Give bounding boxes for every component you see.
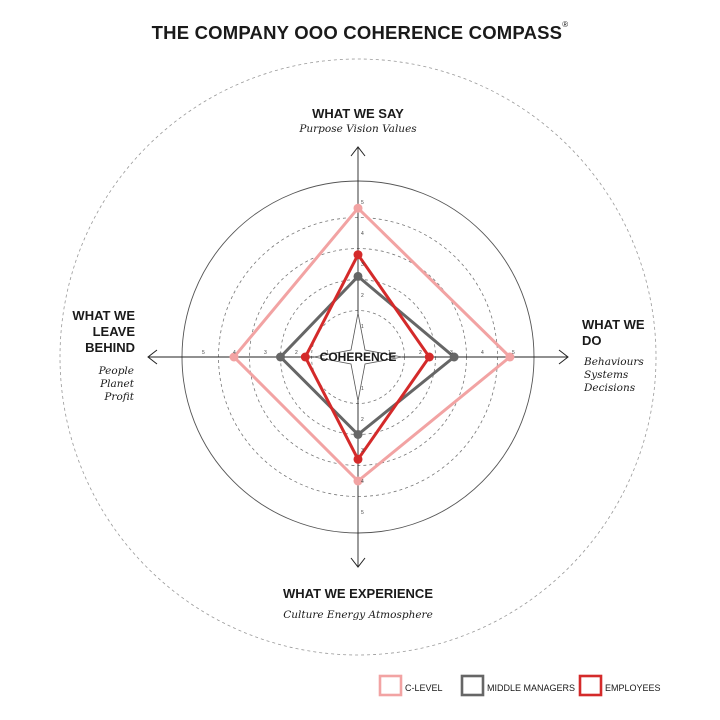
axis-title-leave-line-1: WHAT WE xyxy=(72,308,135,323)
tick-label-leave-3: 3 xyxy=(264,350,267,356)
legend-label-c-level: C-LEVEL xyxy=(405,683,443,693)
chart-title-text: THE COMPANY OOO COHERENCE COMPASS xyxy=(151,22,563,43)
axis-subtitle-do-line-1: Behaviours xyxy=(583,356,644,368)
chart-title: THE COMPANY OOO COHERENCE COMPASS® xyxy=(0,20,720,44)
axis-subtitle-leave-line-1: People xyxy=(98,365,134,377)
series-point-employees-leave xyxy=(300,352,310,362)
tick-label-do-2: 2 xyxy=(419,350,422,356)
chart-legend: C-LEVEL MIDDLE MANAGERS EMPLOYEES xyxy=(378,674,661,697)
series-point-employees-experience xyxy=(353,454,363,464)
tick-label-say-1: 1 xyxy=(361,324,364,330)
axis-title-leave-line-3: BEHIND xyxy=(85,340,135,355)
axis-arrow-say-icon xyxy=(350,146,366,157)
legend-swatch-middle-managers xyxy=(460,674,485,697)
series-point-c-level-experience xyxy=(353,476,363,486)
axis-title-experience-line-1: WHAT WE EXPERIENCE xyxy=(283,586,433,601)
series-point-c-level-leave xyxy=(229,352,239,362)
series-point-middle-managers-do xyxy=(449,352,459,362)
tick-label-experience-3: 3 xyxy=(361,448,364,454)
axis-title-leave-line-2: LEAVE xyxy=(93,324,136,339)
axis-subtitle-do-line-3: Decisions xyxy=(583,382,636,394)
series-point-c-level-say xyxy=(353,203,363,213)
tick-label-experience-5: 5 xyxy=(361,510,364,516)
chart-series xyxy=(229,203,515,486)
outer-dashed-ring xyxy=(59,58,657,656)
tick-label-leave-5: 5 xyxy=(202,350,205,356)
axis-subtitle-say-line-1: Purpose Vision Values xyxy=(298,123,417,135)
tick-label-do-5: 5 xyxy=(512,350,515,356)
axis-arrow-do-icon xyxy=(558,349,569,365)
tick-label-say-4: 4 xyxy=(361,231,364,237)
series-point-employees-say xyxy=(353,250,363,260)
axis-title-say-line-1: WHAT WE SAY xyxy=(312,106,404,121)
series-point-c-level-do xyxy=(505,352,515,362)
tick-label-do-4: 4 xyxy=(481,350,484,356)
tick-label-say-5: 5 xyxy=(361,200,364,206)
axis-title-do-line-2: DO xyxy=(582,333,602,348)
series-point-middle-managers-leave xyxy=(276,352,285,362)
legend-label-middle-managers: MIDDLE MANAGERS xyxy=(487,683,575,693)
tick-labels: 1 2 3 4 5 1 2 3 4 5 1 2 3 4 5 1 2 3 4 5 xyxy=(202,200,515,516)
center-star-icon xyxy=(313,312,403,402)
center-star: COHERENCE xyxy=(313,312,403,402)
series-point-middle-managers-say xyxy=(353,271,363,281)
axis-subtitle-do-line-2: Systems xyxy=(584,369,629,381)
tick-label-leave-2: 2 xyxy=(295,350,298,356)
tick-label-do-3: 3 xyxy=(450,350,453,356)
legend-label-employees: EMPLOYEES xyxy=(605,683,661,693)
axis-title-do-line-1: WHAT WE xyxy=(582,317,645,332)
axis-arrow-experience-icon xyxy=(350,557,366,568)
tick-label-experience-2: 2 xyxy=(361,417,364,423)
legend-swatch-c-level xyxy=(378,674,403,697)
axis-subtitle-leave-line-2: Planet xyxy=(99,378,135,390)
legend-swatch-employees xyxy=(578,674,603,697)
axis-arrow-leave-icon xyxy=(147,349,158,365)
tick-label-say-3: 3 xyxy=(361,262,364,268)
tick-label-say-2: 2 xyxy=(361,293,364,299)
tick-label-experience-4: 4 xyxy=(361,479,364,485)
center-label: COHERENCE xyxy=(320,350,397,364)
axis-subtitle-leave-line-3: Profit xyxy=(103,391,134,403)
tick-label-leave-1: 1 xyxy=(326,350,329,356)
series-point-middle-managers-experience xyxy=(353,430,363,439)
tick-label-leave-4: 4 xyxy=(233,350,236,356)
tick-label-do-1: 1 xyxy=(388,350,391,356)
tick-label-experience-1: 1 xyxy=(361,386,364,392)
axis-subtitle-experience-line-1: Culture Energy Atmosphere xyxy=(283,609,433,621)
registered-mark: ® xyxy=(562,20,569,29)
series-point-employees-do xyxy=(424,352,434,362)
